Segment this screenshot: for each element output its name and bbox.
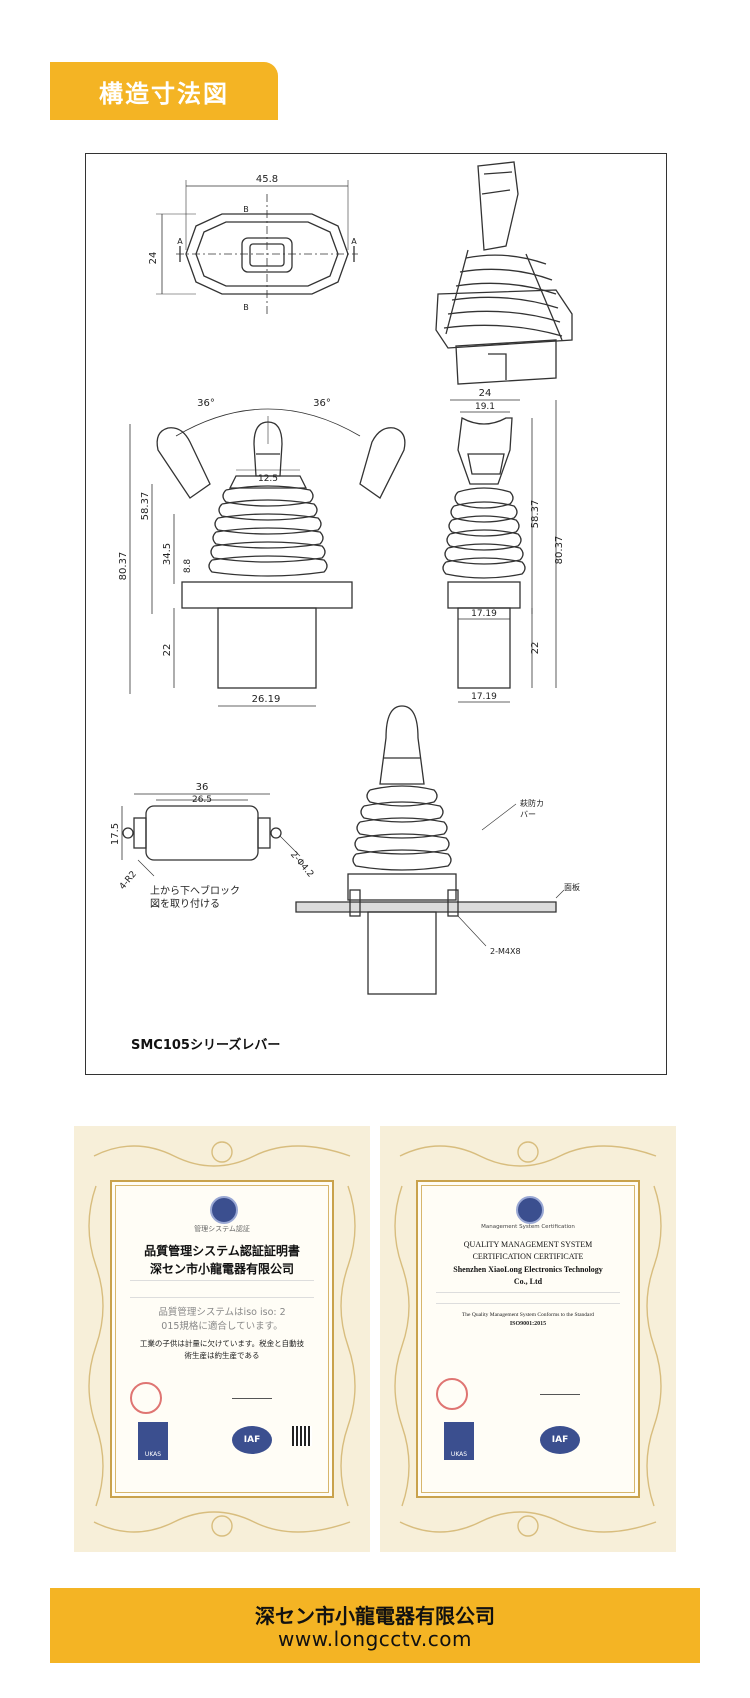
footer-company-name: 深セン市小龍電器有限公司 bbox=[255, 1604, 495, 1628]
dim-height-flange: 8.8 bbox=[183, 559, 193, 574]
dim-mount-inner: 26.5 bbox=[192, 795, 212, 805]
signature-line bbox=[540, 1394, 580, 1395]
iaf-badge: IAF bbox=[232, 1426, 272, 1454]
front-view bbox=[129, 408, 406, 707]
cert-address-lines bbox=[436, 1292, 620, 1304]
footer-website[interactable]: www.longcctv.com bbox=[278, 1627, 472, 1651]
certificate-paper: 管理システム認証 品質管理システム認証証明書 深セン市小龍電器有限公司 品質管理… bbox=[110, 1180, 334, 1498]
cert-title-line1: QUALITY MANAGEMENT SYSTEM bbox=[463, 1240, 593, 1249]
install-boot-label-2: バー bbox=[520, 810, 536, 819]
dim-mount-outer: 36 bbox=[196, 782, 209, 793]
mount-note-line1: 上から下へブロック bbox=[150, 884, 240, 897]
cert-conform-line2: 015規格に適合しています。 bbox=[161, 1321, 283, 1332]
install-panel-label: 面板 bbox=[564, 882, 580, 892]
mount-view bbox=[121, 793, 301, 877]
dim-angle-left: 36° bbox=[197, 398, 215, 409]
drawing-svg: 45.8 24 A A B B 36° 36° 12.5 80.37 58.37… bbox=[110, 161, 580, 995]
dim-height-total: 80.37 bbox=[118, 552, 129, 581]
section-title-tab: 構造寸法図 bbox=[50, 62, 278, 120]
cert-title-line1: 品質管理システム認証証明書 bbox=[144, 1244, 300, 1258]
dim-mount-corner: 4-R2 bbox=[118, 869, 139, 891]
cert-company-line1: Shenzhen XiaoLong Electronics Technology bbox=[453, 1265, 603, 1274]
red-seal-icon bbox=[130, 1382, 162, 1414]
structure-drawing: 45.8 24 A A B B 36° 36° 12.5 80.37 58.37… bbox=[85, 153, 667, 1075]
dim-side-height-upper: 58.37 bbox=[530, 500, 541, 529]
certificates: 管理システム認証 品質管理システム認証証明書 深セン市小龍電器有限公司 品質管理… bbox=[74, 1126, 676, 1552]
dim-side-height-base: 22 bbox=[530, 642, 541, 655]
section-title: 構造寸法図 bbox=[99, 79, 229, 108]
dim-side-neck-width: 17.19 bbox=[471, 609, 497, 619]
certificate-japanese: 管理システム認証 品質管理システム認証証明書 深セン市小龍電器有限公司 品質管理… bbox=[74, 1126, 370, 1552]
dim-side-base-width: 17.19 bbox=[471, 692, 497, 702]
cert-title-line2: 深セン市小龍電器有限公司 bbox=[149, 1262, 294, 1276]
cert-small-title: 管理システム認証 bbox=[194, 1225, 250, 1233]
dim-mount-holes: 2-Φ4.2 bbox=[288, 850, 315, 880]
cert-title-line2: CERTIFICATION CERTIFICATE bbox=[472, 1252, 584, 1261]
cert-conform-line1: 品質管理システムはiso iso: 2 bbox=[158, 1307, 286, 1318]
certification-logo-icon bbox=[516, 1196, 544, 1224]
cert-conform-line2: ISO9001:2015 bbox=[509, 1321, 547, 1327]
dim-height-mid: 34.5 bbox=[162, 543, 173, 565]
install-screw-label: 2-M4X8 bbox=[490, 947, 521, 956]
dim-angle-right: 36° bbox=[313, 398, 331, 409]
dim-height-base: 22 bbox=[162, 644, 173, 657]
certificate-english: Management System Certification QUALITY … bbox=[380, 1126, 676, 1552]
install-view bbox=[295, 705, 565, 995]
certificate-paper: Management System Certification QUALITY … bbox=[416, 1180, 640, 1498]
dim-top-height: 24 bbox=[148, 252, 159, 265]
section-b-bottom: B bbox=[243, 303, 249, 312]
dim-top-width: 45.8 bbox=[256, 174, 278, 185]
top-view bbox=[156, 180, 358, 314]
cert-address-lines bbox=[130, 1280, 314, 1298]
ukas-badge: UKAS bbox=[444, 1422, 474, 1460]
cert-small-title: Management System Certification bbox=[481, 1224, 575, 1230]
signature-line bbox=[232, 1398, 272, 1399]
certification-logo-icon bbox=[210, 1196, 238, 1224]
dim-side-top-width: 24 bbox=[479, 388, 492, 399]
ukas-badge: UKAS bbox=[138, 1422, 168, 1460]
cert-scope-line1: 工業の子供は計量に欠けています。税金と自動技 bbox=[139, 1339, 305, 1348]
cert-company-line2: Co., Ltd bbox=[513, 1277, 543, 1286]
mount-note-line2: 図を取り付ける bbox=[150, 897, 220, 910]
section-a-left: A bbox=[177, 237, 183, 246]
series-label: SMC105シリーズレバー bbox=[131, 1038, 281, 1053]
dim-height-upper: 58.37 bbox=[140, 492, 151, 521]
dim-inner-width: 12.5 bbox=[258, 474, 278, 484]
dim-side-inner-width: 19.1 bbox=[475, 402, 495, 412]
certificate-ornament bbox=[394, 1141, 662, 1537]
qr-code-icon bbox=[292, 1426, 312, 1446]
cert-scope-line2: 術生産は約生産である bbox=[184, 1351, 260, 1360]
red-seal-icon bbox=[436, 1378, 468, 1410]
section-a-right: A bbox=[351, 237, 357, 246]
dim-base-width: 26.19 bbox=[252, 694, 281, 705]
iaf-badge: IAF bbox=[540, 1426, 580, 1454]
section-b-top: B bbox=[243, 205, 249, 214]
install-boot-label-1: 萩防カ bbox=[520, 798, 544, 808]
dim-side-height-total: 80.37 bbox=[554, 536, 565, 565]
iso-view bbox=[435, 161, 573, 385]
footer-bar: 深セン市小龍電器有限公司 www.longcctv.com bbox=[50, 1588, 700, 1663]
dim-mount-height: 17.5 bbox=[110, 823, 121, 845]
side-view bbox=[442, 399, 557, 703]
certificate-ornament bbox=[88, 1141, 356, 1537]
cert-conform-line1: The Quality Management System Conforms t… bbox=[461, 1312, 595, 1318]
